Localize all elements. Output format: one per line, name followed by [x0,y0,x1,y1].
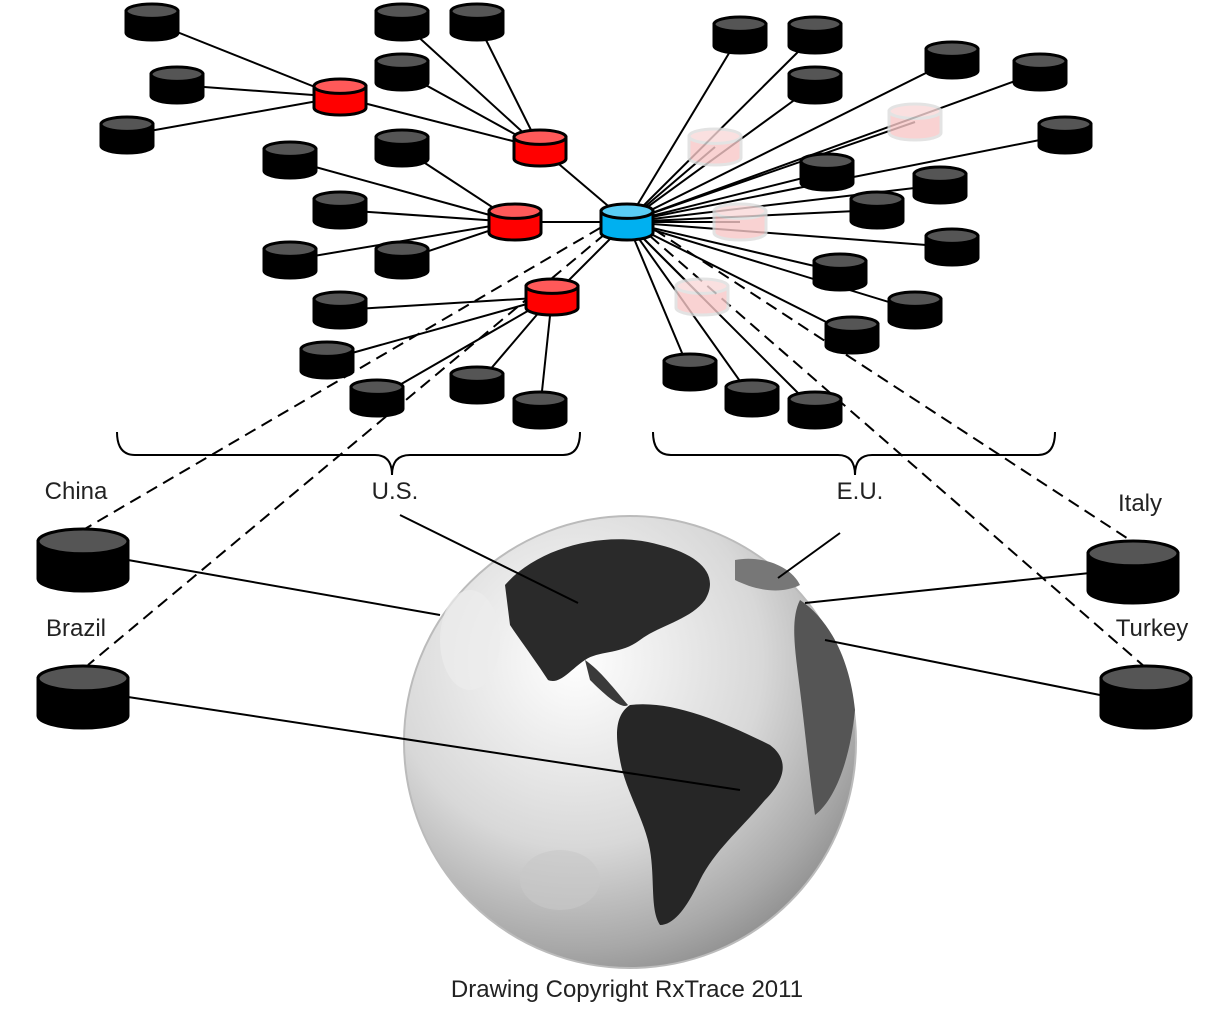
database-icon [374,2,430,42]
database-icon [349,378,405,418]
connection-line [626,221,853,336]
database-icon [512,390,568,430]
database-icon [724,378,780,418]
faded-database-icon [712,202,768,242]
database-icon [1012,52,1068,92]
database-icon [787,65,843,105]
dashed-link-turkey [649,235,1147,669]
database-icon [924,40,980,80]
database-icon [449,365,505,405]
database-icon [787,390,843,430]
regional-hub-database-icon [512,128,568,168]
brazil-database-icon [36,664,130,730]
connection-line [626,221,691,373]
database-icon [374,240,430,280]
connection-line [626,59,953,223]
regional-hub-database-icon [487,202,543,242]
database-icon [449,2,505,42]
database-icon [312,190,368,230]
dashed-link-brazil [87,233,606,666]
connection-line [339,96,541,149]
database-icon [812,252,868,292]
database-icon [312,290,368,330]
database-icon [299,340,355,380]
database-icon [924,227,980,267]
eu-brace [652,431,1056,476]
globe-image [403,515,857,969]
database-icon [99,115,155,155]
brazil-globe-line [127,696,741,791]
database-icon [799,152,855,192]
us-globe-line [399,514,579,604]
database-icon [662,352,718,392]
database-icon [849,190,905,230]
region-braces [116,431,1056,476]
connection-line [376,296,553,399]
database-icon [262,140,318,180]
database-icon [374,52,430,92]
copyright-caption: Drawing Copyright RxTrace 2011 [450,976,804,1003]
faded-database-icon [687,127,743,167]
china-database-icon [36,527,130,593]
label-us: U.S. [371,478,419,505]
database-icon [712,15,768,55]
connection-line [626,121,916,223]
database-icon [787,15,843,55]
connection-line [626,221,916,311]
regional-hub-database-icon [524,277,580,317]
connection-line [626,171,828,223]
database-icon [887,290,943,330]
dashed-link-italy [654,229,1134,543]
label-brazil: Brazil [45,615,107,642]
china-globe-line [127,559,441,616]
dashed-link-china [82,227,601,531]
turkey-database-icon [1099,664,1193,730]
central-hub-database-icon [599,202,655,242]
label-china: China [44,478,108,505]
italy-globe-line [804,572,1091,604]
us-brace [116,431,581,476]
label-turkey: Turkey [1115,615,1189,642]
connection-line [626,221,953,248]
connection-line [339,209,516,223]
database-icon [262,240,318,280]
regional-hub-database-icon [312,77,368,117]
connection-line [626,221,841,273]
label-eu: E.U. [836,478,884,505]
database-icon [374,128,430,168]
eu-globe-line [777,532,841,579]
turkey-globe-line [824,639,1101,696]
database-icon [149,65,205,105]
connection-line [339,296,553,311]
database-icon [912,165,968,205]
label-italy: Italy [1117,490,1163,517]
connection-line [151,21,341,98]
connection-line [289,159,516,223]
connection-line [476,21,541,149]
database-icon [1037,115,1093,155]
connection-line [326,296,553,361]
faded-database-icon [887,102,943,142]
connection-line [626,34,741,223]
connection-line [126,96,341,136]
connection-line [401,21,541,149]
database-icon [824,315,880,355]
connection-line [626,71,1041,223]
faded-database-icon [674,277,730,317]
database-icon [124,2,180,42]
italy-database-icon [1086,539,1180,605]
